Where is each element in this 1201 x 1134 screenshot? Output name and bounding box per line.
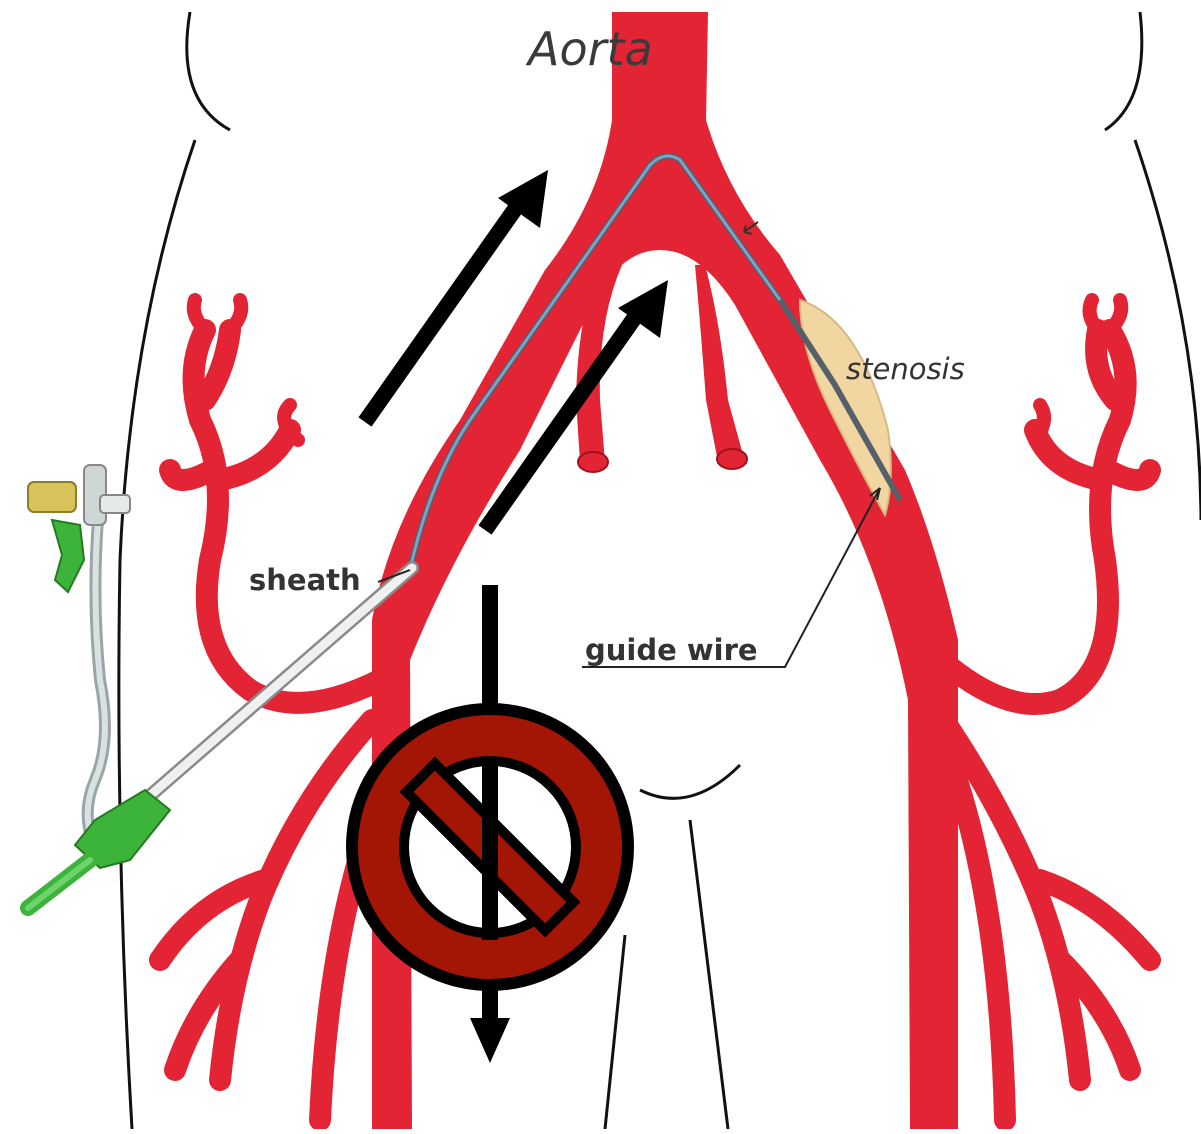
aorta-label: Aorta: [528, 22, 653, 76]
left-branches: [160, 330, 395, 1120]
sheath-label: sheath: [249, 563, 361, 597]
no-entry-icon: [352, 709, 628, 985]
right-vessel-opening: [717, 449, 747, 469]
stenosis-label: stenosis: [846, 352, 965, 386]
arrow-head-icon: [470, 1018, 510, 1063]
guide-wire-label: guide wire: [585, 633, 758, 667]
left-vessel-opening: [578, 452, 608, 472]
